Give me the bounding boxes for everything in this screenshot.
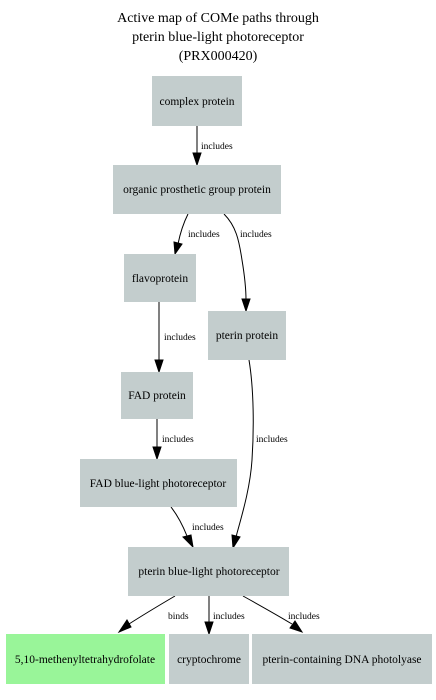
- edge-label-includes: includes: [240, 230, 272, 240]
- edge-label-includes: includes: [213, 612, 245, 622]
- edge-label-binds: binds: [168, 612, 189, 622]
- arrow-head: [241, 298, 251, 313]
- node-label: 5,10-methenyltetrahydrofolate: [15, 654, 155, 666]
- node-box: [152, 76, 242, 126]
- edge-fad-photoreceptor-to-pterin-photoreceptor: [170, 506, 188, 537]
- arrow-head: [192, 152, 202, 167]
- arrow-head: [152, 446, 162, 461]
- edge-label-includes: includes: [162, 435, 194, 445]
- nodes: complex protein organic prosthetic group…: [6, 76, 432, 684]
- node-label: FAD blue-light photoreceptor: [90, 478, 227, 490]
- edge-label-includes: includes: [288, 612, 320, 622]
- edge-label-includes: includes: [192, 523, 224, 533]
- node-flavoprotein[interactable]: flavoprotein: [124, 254, 196, 302]
- node-complex-protein[interactable]: complex protein: [152, 76, 242, 126]
- arrow-head: [154, 359, 164, 374]
- node-box: [252, 634, 432, 684]
- arrow-head: [231, 534, 241, 550]
- title-line-3: (PRX000420): [179, 49, 258, 64]
- node-box: [124, 254, 196, 302]
- edge-label-includes: includes: [201, 142, 233, 152]
- node-box: [128, 547, 289, 596]
- node-label: FAD protein: [128, 390, 186, 402]
- diagram-title: Active map of COMe paths through pterin …: [117, 11, 319, 64]
- node-cryptochrome[interactable]: cryptochrome: [169, 634, 249, 684]
- edge-organic-to-flavoprotein: [177, 213, 189, 245]
- node-methenyltetrahydrofolate[interactable]: 5,10-methenyltetrahydrofolate: [6, 634, 165, 684]
- title-line-2: pterin blue-light photoreceptor: [132, 30, 304, 45]
- edge-label-includes: includes: [164, 333, 196, 343]
- node-box: [113, 165, 281, 214]
- node-organic-prosthetic-group-protein[interactable]: organic prosthetic group protein: [113, 165, 281, 214]
- edge-label-includes: includes: [188, 230, 220, 240]
- arrow-head: [182, 534, 194, 549]
- arrow-head: [173, 241, 183, 256]
- node-label: flavoprotein: [132, 273, 188, 285]
- node-label: cryptochrome: [177, 654, 241, 666]
- node-box: [169, 634, 249, 684]
- node-box: [208, 311, 286, 360]
- node-fad-protein[interactable]: FAD protein: [121, 372, 193, 419]
- edge-pterin-protein-to-pterin-photoreceptor: [235, 359, 254, 538]
- edge-label-includes: includes: [256, 435, 288, 445]
- arrow-head: [289, 620, 304, 633]
- node-label: pterin protein: [216, 330, 279, 342]
- node-label: complex protein: [159, 96, 234, 108]
- node-label: organic prosthetic group protein: [123, 184, 271, 196]
- node-label: pterin blue-light photoreceptor: [138, 566, 279, 578]
- edge-pterin-photoreceptor-to-methenyltetrahydrofolate: [128, 595, 176, 625]
- node-pterin-protein[interactable]: pterin protein: [208, 311, 286, 360]
- node-label: pterin-containing DNA photolyase: [262, 654, 421, 666]
- title-line-1: Active map of COMe paths through: [117, 11, 319, 26]
- node-fad-blue-light-photoreceptor[interactable]: FAD blue-light photoreceptor: [80, 459, 237, 507]
- node-box: [80, 459, 237, 507]
- arrow-head: [117, 619, 132, 634]
- edges: includes includes includes includes incl…: [117, 126, 320, 636]
- node-pterin-containing-dna-photolyase[interactable]: pterin-containing DNA photolyase: [252, 634, 432, 684]
- node-box: [6, 634, 165, 684]
- arrow-head: [204, 621, 214, 636]
- node-box: [121, 372, 193, 419]
- edge-pterin-photoreceptor-to-dna-photolyase: [242, 595, 293, 625]
- edge-organic-to-pterin-protein: [223, 213, 247, 301]
- node-pterin-blue-light-photoreceptor[interactable]: pterin blue-light photoreceptor: [128, 547, 289, 596]
